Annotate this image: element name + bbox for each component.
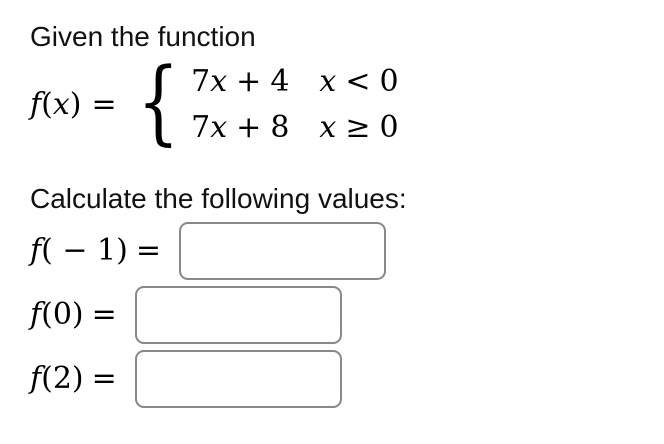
plus-operator: + xyxy=(236,109,262,145)
condition-value: 0 xyxy=(379,63,399,99)
condition-variable: x xyxy=(319,109,337,145)
question-row-f-0: f(0)= xyxy=(30,285,664,344)
piece-expression: 7x+8 xyxy=(191,110,289,145)
answers-area: f( − 1)= f(0)= f(2)= xyxy=(30,221,664,408)
piece-expression: 7x+4 xyxy=(191,64,289,99)
plus-operator: + xyxy=(236,63,262,99)
rparen: ) xyxy=(69,87,82,123)
piecewise-brace: { xyxy=(136,47,179,155)
function-name: f xyxy=(30,361,42,397)
condition-value: 0 xyxy=(379,109,399,145)
coefficient: 7 xyxy=(191,63,211,99)
argument: ( − 1) xyxy=(41,233,128,269)
question-row-f-2: f(2)= xyxy=(30,349,664,408)
argument: (2) xyxy=(41,361,84,397)
question-label-f-neg1: f( − 1)= xyxy=(30,233,161,268)
function-variable: x xyxy=(52,87,70,123)
question-label-f-0: f(0)= xyxy=(30,297,117,332)
equals-sign: = xyxy=(91,87,117,123)
condition-variable: x xyxy=(319,63,337,99)
function-name: f xyxy=(30,297,42,333)
constant: 4 xyxy=(270,63,290,99)
question-row-f-neg1: f( − 1)= xyxy=(30,221,664,280)
less-than-operator: < xyxy=(345,63,371,99)
answer-input-f-0[interactable] xyxy=(134,285,342,344)
lparen: ( xyxy=(41,87,53,123)
answer-input-f-neg1[interactable] xyxy=(178,221,386,280)
piece-condition: x≥0 xyxy=(319,110,398,145)
function-name: f xyxy=(30,233,42,269)
equals-sign: = xyxy=(135,233,161,269)
answer-input-f-2[interactable] xyxy=(134,349,342,408)
question-label-f-2: f(2)= xyxy=(30,361,117,396)
piece-condition: x<0 xyxy=(319,64,398,99)
constant: 8 xyxy=(270,109,290,145)
coefficient: 7 xyxy=(191,109,211,145)
variable: x xyxy=(210,109,228,145)
equals-sign: = xyxy=(91,361,117,397)
function-name: f xyxy=(30,87,42,123)
greater-equal-operator: ≥ xyxy=(345,109,371,145)
argument: (0) xyxy=(41,297,84,333)
intro-text: Given the function xyxy=(30,21,256,52)
variable: x xyxy=(210,63,228,99)
equals-sign: = xyxy=(91,297,117,333)
prompt-text: Calculate the following values: xyxy=(30,182,407,214)
function-lhs: f(x)= xyxy=(30,87,127,122)
